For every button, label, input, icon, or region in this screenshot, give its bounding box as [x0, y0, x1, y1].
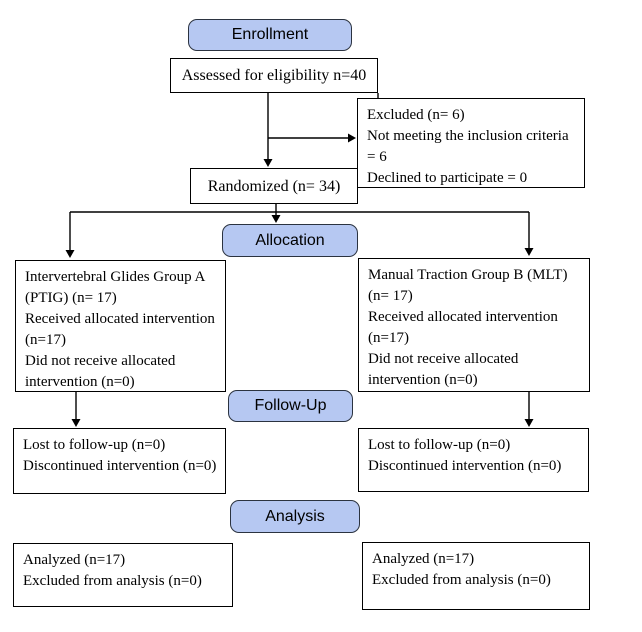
analysis-a-line: Excluded from analysis (n=0) [23, 573, 202, 589]
group-b-line: Received allocated intervention [368, 309, 558, 325]
stage-label-enrollment: Enrollment [188, 19, 352, 51]
stage-label-allocation: Allocation [222, 224, 358, 257]
followup-a-line: Discontinued intervention (n=0) [23, 458, 217, 474]
followup-b-line: Discontinued intervention (n=0) [368, 458, 562, 474]
group-a-allocation-box: Intervertebral Glides Group A (PTIG) (n=… [15, 260, 226, 392]
analysis-b-line: Excluded from analysis (n=0) [372, 572, 551, 588]
group-a-line: Received allocated intervention [25, 311, 215, 327]
arrowhead-right-excluded [348, 133, 356, 143]
stage-label-followup: Follow-Up [228, 390, 353, 422]
analysis-a-line: Analyzed (n=17) [23, 552, 126, 568]
group-a-line: Intervertebral Glides Group A [25, 269, 206, 285]
arrowhead-down-group-a [65, 250, 75, 258]
group-b-allocation-box: Manual Traction Group B (MLT) (n= 17) Re… [358, 258, 590, 392]
group-a-line: (PTIG) (n= 17) [25, 290, 117, 306]
followup-a-box: Lost to follow-up (n=0) Discontinued int… [13, 428, 226, 494]
arrowhead-down-followup-a [71, 419, 81, 427]
analysis-b-line: Analyzed (n=17) [372, 551, 475, 567]
excluded-line: = 6 [367, 149, 387, 165]
arrowhead-down-randomized [263, 159, 273, 167]
excluded-line: Not meeting the inclusion criteria [367, 128, 569, 144]
analysis-b-box: Analyzed (n=17) Excluded from analysis (… [362, 542, 590, 610]
assessed-eligibility-box: Assessed for eligibility n=40 [170, 58, 378, 93]
excluded-line: Excluded (n= 6) [367, 107, 465, 123]
group-a-line: intervention (n=0) [25, 374, 135, 390]
group-b-line: (n=17) [368, 330, 409, 346]
arrowhead-down-group-b [524, 248, 534, 256]
group-b-line: (n= 17) [368, 288, 413, 304]
group-b-line: intervention (n=0) [368, 372, 478, 388]
randomized-box: Randomized (n= 34) [190, 168, 358, 204]
followup-b-box: Lost to follow-up (n=0) Discontinued int… [358, 428, 589, 492]
stage-label-analysis: Analysis [230, 500, 360, 533]
group-b-line: Manual Traction Group B (MLT) [368, 267, 568, 283]
excluded-line: Declined to participate = 0 [367, 170, 528, 186]
group-a-line: Did not receive allocated [25, 353, 176, 369]
arrowhead-down-allocation [271, 215, 281, 223]
analysis-a-box: Analyzed (n=17) Excluded from analysis (… [13, 543, 233, 607]
excluded-box: Excluded (n= 6) Not meeting the inclusio… [357, 98, 585, 188]
group-a-line: (n=17) [25, 332, 66, 348]
followup-b-line: Lost to follow-up (n=0) [368, 437, 511, 453]
group-b-line: Did not receive allocated [368, 351, 519, 367]
arrowhead-down-followup-b [524, 419, 534, 427]
followup-a-line: Lost to follow-up (n=0) [23, 437, 166, 453]
